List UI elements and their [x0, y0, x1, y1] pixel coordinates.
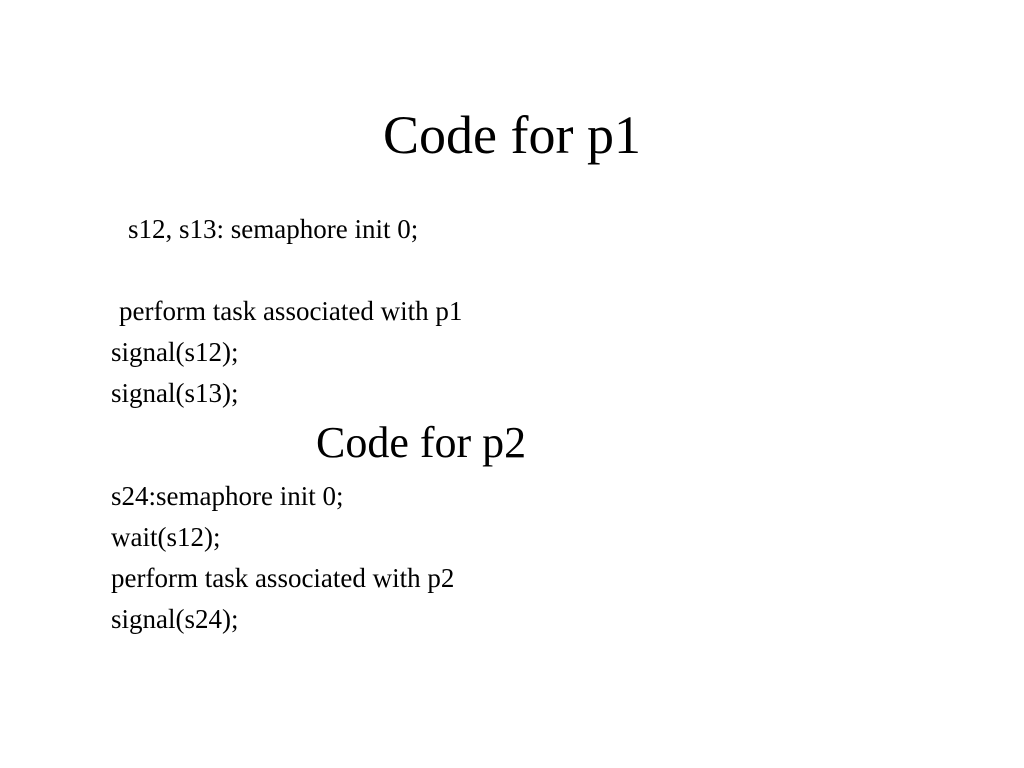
slide-title-p1: Code for p1: [383, 105, 641, 165]
code-line-p2-declaration: s24:semaphore init 0;: [111, 481, 344, 511]
code-line-p1-declaration: s12, s13: semaphore init 0;: [128, 214, 419, 244]
code-line-p1-task: perform task associated with p1: [119, 296, 463, 326]
code-line-p1-signal-s13: signal(s13);: [111, 378, 239, 408]
code-line-p2-wait-s12: wait(s12);: [111, 522, 221, 552]
code-line-p1-signal-s12: signal(s12);: [111, 337, 239, 367]
code-line-p2-signal-s24: signal(s24);: [111, 604, 239, 634]
code-line-p2-task: perform task associated with p2: [111, 563, 455, 593]
section-title-p2: Code for p2: [316, 418, 527, 467]
